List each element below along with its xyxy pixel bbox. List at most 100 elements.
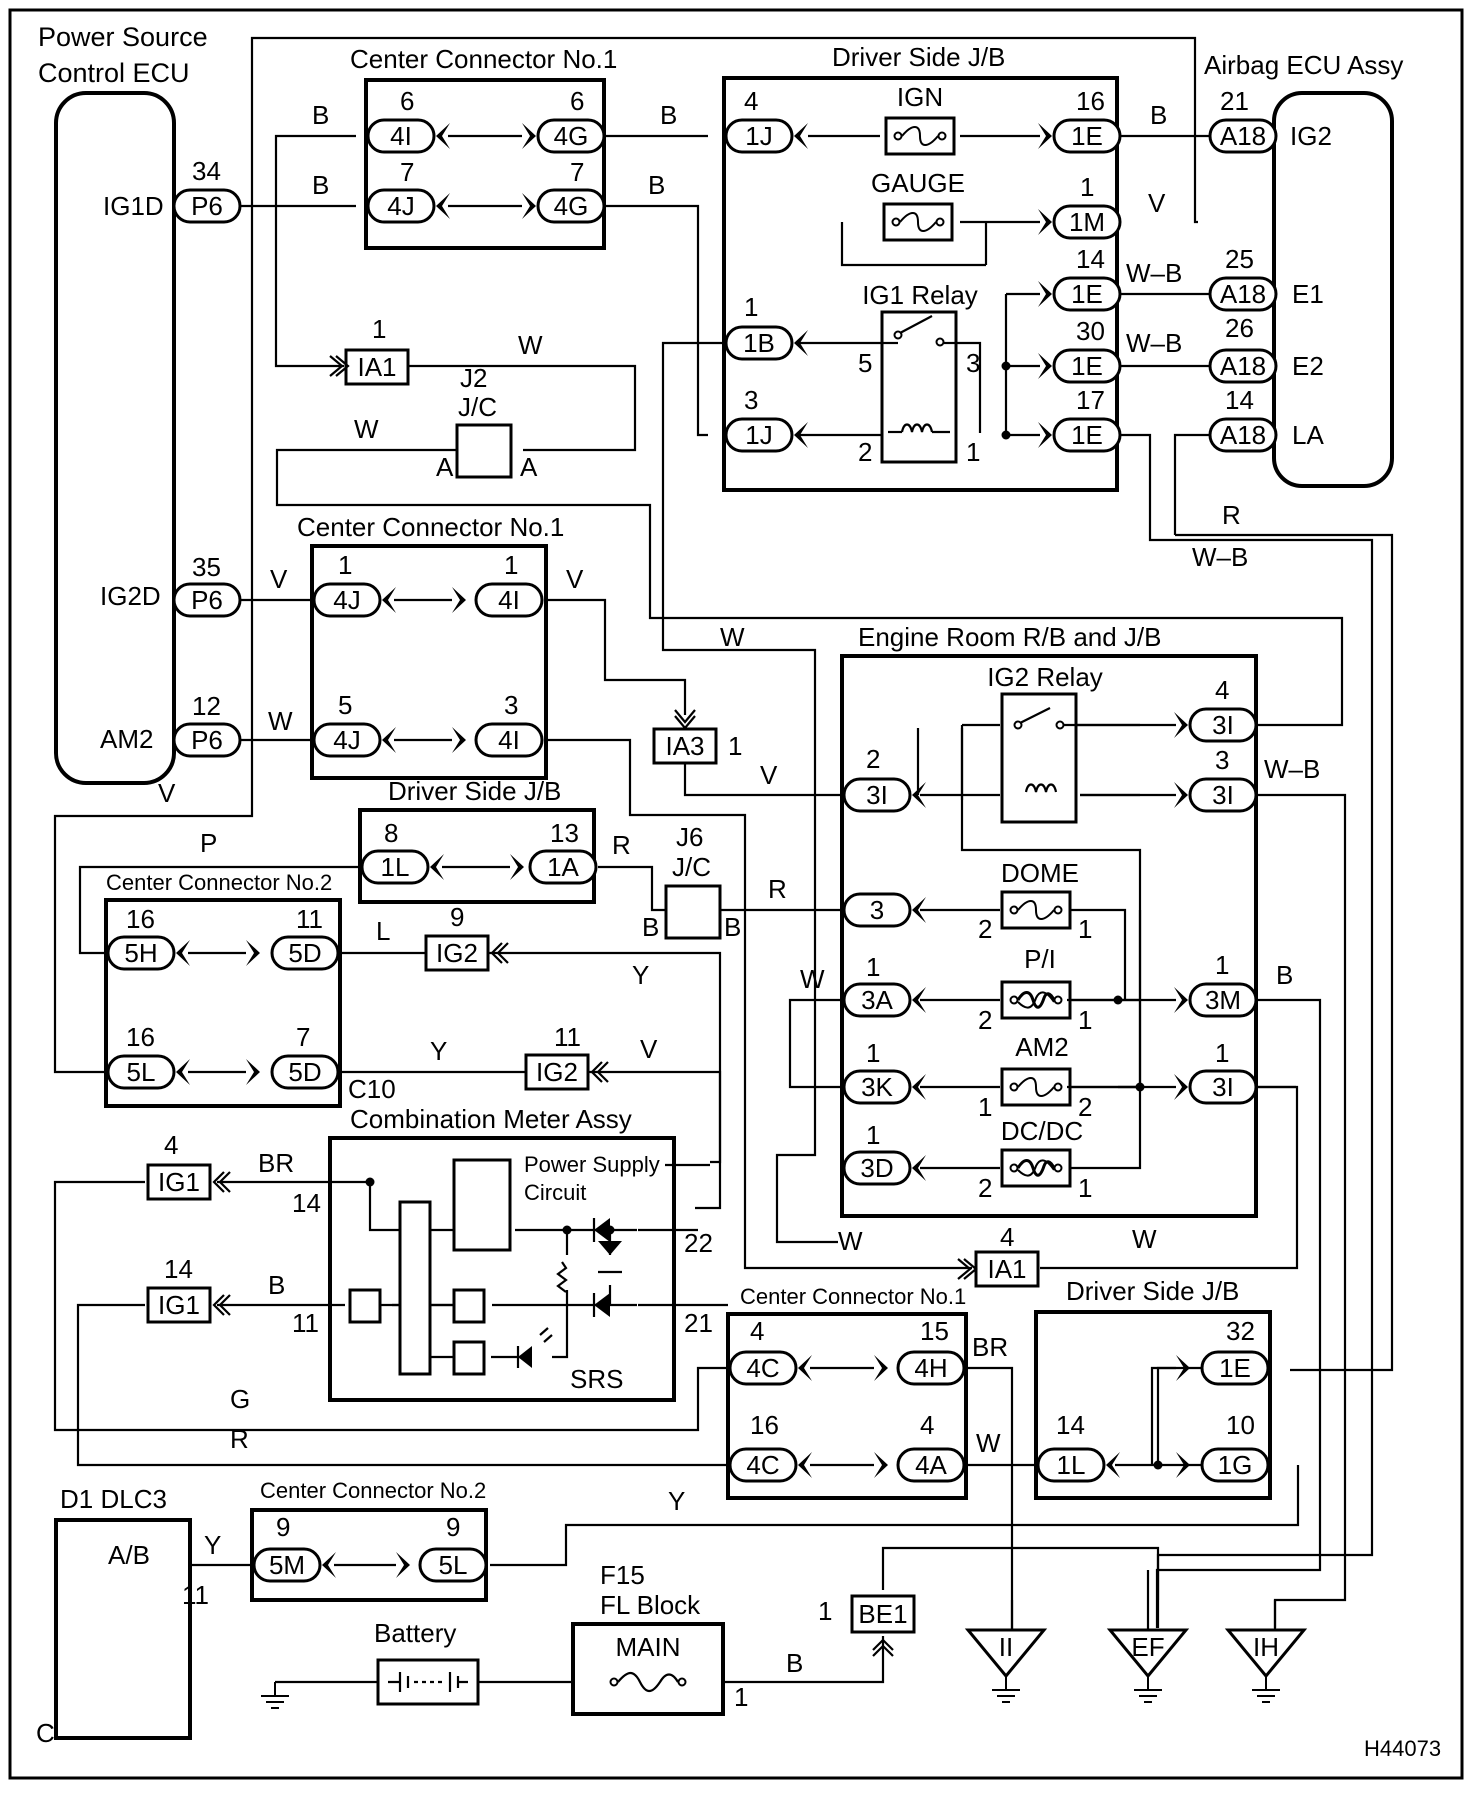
conn: A18 <box>1220 279 1266 309</box>
pin-num: 11 <box>296 904 323 934</box>
fuse-pin: 1 <box>1078 1173 1092 1203</box>
wire-label: B <box>312 170 329 200</box>
conn: 4J <box>333 725 360 755</box>
relay-label: IG1 Relay <box>862 280 978 310</box>
wire-color-labels: B B B B B V W–B W–B R W–B W W W V V W V … <box>158 100 1320 1678</box>
title: Center Connector No.2 <box>260 1478 486 1503</box>
pin-name: E1 <box>1292 279 1324 309</box>
conn: 4I <box>390 121 412 151</box>
wire-label: B <box>1276 960 1293 990</box>
conn: A18 <box>1220 351 1266 381</box>
pin-num: 30 <box>1076 316 1105 346</box>
wire-label: R <box>230 1424 249 1454</box>
pin-num: 21 <box>1220 86 1249 116</box>
pin-num: 4 <box>920 1410 934 1440</box>
title: Center Connector No.1 <box>350 44 617 74</box>
center-connector-1-bot: Center Connector No.1 4 4C 15 4H 16 4C 4… <box>726 1284 968 1500</box>
conn: 4J <box>387 191 414 221</box>
srs-label: SRS <box>570 1364 623 1394</box>
conn: IA1 <box>987 1254 1026 1284</box>
conn: 4C <box>746 1450 779 1480</box>
conn: 1G <box>1218 1450 1253 1480</box>
conn: 4I <box>498 725 520 755</box>
pin-num: 1 <box>866 1120 880 1150</box>
fuse-label: IGN <box>897 82 943 112</box>
pin-num: 1 <box>338 550 352 580</box>
wire-label: W <box>518 330 543 360</box>
wire-label: B <box>1150 100 1167 130</box>
pin-num: 10 <box>1226 1410 1255 1440</box>
wire-label: P <box>200 828 217 858</box>
conn: P6 <box>191 585 223 615</box>
wire-label: V <box>760 760 778 790</box>
pin-num: 32 <box>1226 1316 1255 1346</box>
psc-label-1: Power Supply <box>524 1152 660 1177</box>
conn: P6 <box>191 725 223 755</box>
pin-num: 3 <box>744 385 758 415</box>
fuse-pin: 2 <box>978 1173 992 1203</box>
conn: A18 <box>1220 420 1266 450</box>
driver-side-jb-top: Driver Side J/B IGN GAUGE IG1 Relay 5 3 … <box>722 42 1122 492</box>
wire-label: R <box>768 874 787 904</box>
conn: 1E <box>1071 279 1103 309</box>
wire-label: Y <box>632 960 649 990</box>
conn: 3M <box>1205 985 1241 1015</box>
wire-label: Y <box>668 1486 685 1516</box>
wire-label: B <box>268 1270 285 1300</box>
j2-junction: J2 J/C A A <box>436 363 538 482</box>
ground-ih: IH <box>1224 1628 1308 1703</box>
wire-label: B <box>786 1648 803 1678</box>
pin-num: 1 <box>866 1038 880 1068</box>
wire-label: Y <box>430 1036 447 1066</box>
pin-num: 17 <box>1076 385 1105 415</box>
conn: IA3 <box>665 731 704 761</box>
pin-num: 1 <box>744 292 758 322</box>
fl-title: FL Block <box>600 1590 701 1620</box>
pin-num: 11 <box>292 1308 319 1338</box>
conn: 1M <box>1069 207 1105 237</box>
pin-num: 4 <box>1000 1222 1014 1252</box>
driver-side-jb-bot: Driver Side J/B 32 1E 14 1L 10 1G <box>1034 1276 1272 1500</box>
fuse-label: DC/DC <box>1001 1116 1083 1146</box>
fl-block: F15 FL Block MAIN 1 <box>571 1560 748 1716</box>
pin-num: 9 <box>446 1512 460 1542</box>
pin-num: 1 <box>372 314 386 344</box>
title: Center Connector No.1 <box>297 512 564 542</box>
ecu-title-2: Control ECU <box>38 58 190 88</box>
conn: 5M <box>269 1550 305 1580</box>
pin-num: 3 <box>1215 745 1229 775</box>
wire-label: B <box>660 100 677 130</box>
pin-num: 2 <box>866 744 880 774</box>
wire-label: W <box>976 1428 1001 1458</box>
ground-ii: II <box>964 1628 1048 1703</box>
conn: 3I <box>866 780 888 810</box>
conn: 1B <box>743 328 775 358</box>
pin-num: 26 <box>1225 313 1254 343</box>
relay-pin: 2 <box>858 437 872 467</box>
conn: IA1 <box>357 352 396 382</box>
pin-num: 4 <box>750 1316 764 1346</box>
pin-num: 1 <box>866 952 880 982</box>
ground-label: IH <box>1253 1632 1279 1662</box>
fl-name: F15 <box>600 1560 645 1590</box>
conn: 4C <box>746 1353 779 1383</box>
relay-label: IG2 Relay <box>987 662 1103 692</box>
pin-num: 1 <box>1215 1038 1229 1068</box>
conn: 4G <box>554 191 589 221</box>
fuse-pin: 1 <box>978 1092 992 1122</box>
pin-name: E2 <box>1292 351 1324 381</box>
relay-pin: 5 <box>858 348 872 378</box>
be1-connector: 1 BE1 <box>818 1594 916 1657</box>
relay-pin: 1 <box>966 437 980 467</box>
conn: A18 <box>1220 121 1266 151</box>
pin-num: 5 <box>338 690 352 720</box>
jc-sub: J/C <box>672 852 711 882</box>
pin-num: 4 <box>164 1130 178 1160</box>
wire-label: W <box>1132 1224 1157 1254</box>
wire-label: V <box>640 1034 658 1064</box>
wire-label: BR <box>972 1332 1008 1362</box>
conn: 3 <box>870 895 884 925</box>
ig2-connector-top: 9 IG2 <box>424 902 509 972</box>
conn: IG1 <box>158 1167 200 1197</box>
